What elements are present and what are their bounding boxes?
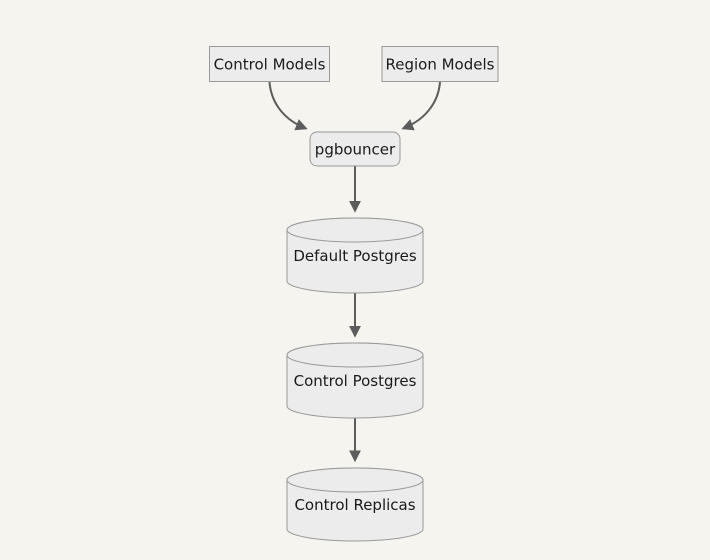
control-models-label: Control Models xyxy=(214,56,326,74)
control-models-box xyxy=(209,46,330,82)
region-models-box xyxy=(381,46,499,82)
node-region-models: Region Models xyxy=(381,46,499,82)
edge-group xyxy=(268,81,441,463)
node-control-replicas: Control Replicas xyxy=(286,467,424,542)
node-control-postgres: Control Postgres xyxy=(286,342,424,419)
node-control-models: Control Models xyxy=(209,46,330,82)
region-models-label: Region Models xyxy=(386,56,495,74)
node-pgbouncer: pgbouncer xyxy=(309,131,401,167)
default-postgres-cylinder-top xyxy=(286,217,424,243)
pgbouncer-label: pgbouncer xyxy=(315,141,396,159)
control-postgres-label: Control Postgres xyxy=(294,372,417,390)
control-replicas-cylinder-top xyxy=(286,467,424,493)
edge-region-models-to-pgbouncer xyxy=(401,81,441,131)
node-default-postgres: Default Postgres xyxy=(286,217,424,294)
edge-control-models-to-pgbouncer xyxy=(268,81,308,131)
default-postgres-label: Default Postgres xyxy=(293,247,417,265)
control-replicas-label: Control Replicas xyxy=(294,496,415,514)
control-postgres-cylinder-top xyxy=(286,342,424,368)
pgbouncer-box xyxy=(309,131,401,167)
